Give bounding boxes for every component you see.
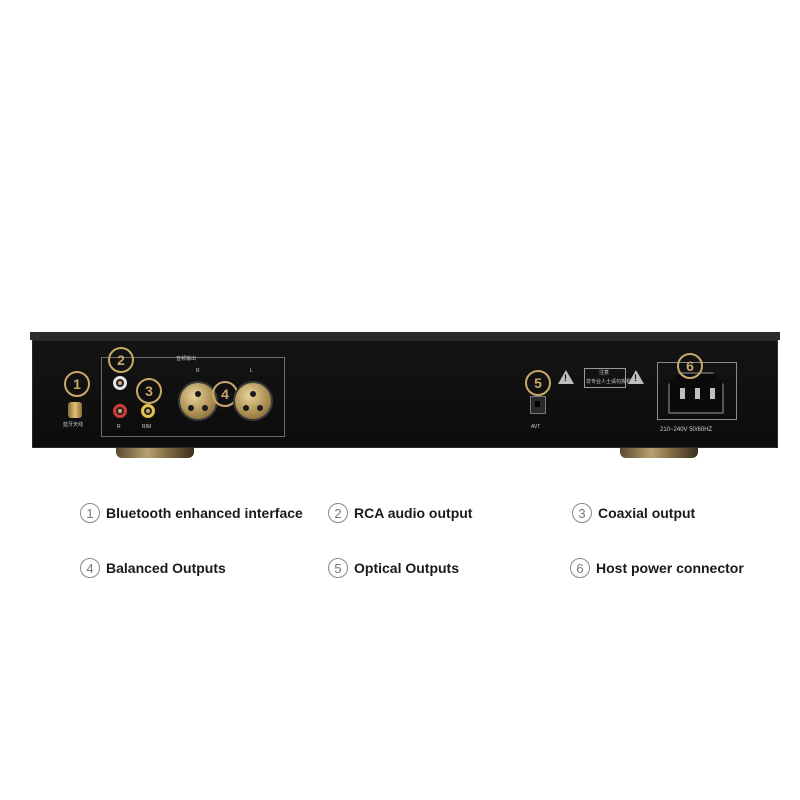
legend-number: 1 bbox=[80, 503, 100, 523]
silk-warning-title: 注意 bbox=[599, 370, 610, 376]
silk-coax-label: RIM bbox=[142, 424, 152, 430]
legend-label: Host power connector bbox=[596, 560, 744, 576]
legend-number: 5 bbox=[328, 558, 348, 578]
marker-6: 6 bbox=[677, 353, 703, 379]
silk-audio-out-label: 音频输出 bbox=[176, 356, 197, 362]
silk-antenna-label: 蓝牙天线 bbox=[63, 422, 84, 428]
xlr-connector-l-icon bbox=[233, 381, 273, 421]
device-foot-left bbox=[116, 448, 194, 458]
legend-label: Optical Outputs bbox=[354, 560, 459, 576]
legend-number: 4 bbox=[80, 558, 100, 578]
coaxial-jack-icon bbox=[141, 404, 155, 418]
iec-power-socket-icon bbox=[668, 372, 724, 414]
marker-3: 3 bbox=[136, 378, 162, 404]
legend-label: RCA audio output bbox=[354, 505, 473, 521]
legend-item-power: 6 Host power connector bbox=[570, 558, 744, 578]
silk-optical-label: AVT bbox=[531, 424, 541, 430]
optical-port-icon bbox=[530, 396, 546, 414]
silk-xlr-r-label: R bbox=[196, 368, 200, 374]
rca-jack-white-icon bbox=[113, 376, 127, 390]
legend-label: Coaxial output bbox=[598, 505, 696, 521]
legend-item-balanced: 4 Balanced Outputs bbox=[80, 558, 226, 578]
silk-warning-text: 非专业人士请勿拆机 bbox=[586, 379, 632, 385]
device-foot-right bbox=[620, 448, 698, 458]
marker-5: 5 bbox=[525, 370, 551, 396]
xlr-connector-r-icon bbox=[178, 381, 218, 421]
legend-item-bluetooth: 1 Bluetooth enhanced interface bbox=[80, 503, 303, 523]
legend-item-rca: 2 RCA audio output bbox=[328, 503, 472, 523]
marker-2: 2 bbox=[108, 347, 134, 373]
warning-label-box bbox=[584, 368, 626, 388]
rca-jack-red-icon bbox=[113, 404, 127, 418]
legend-number: 3 bbox=[572, 503, 592, 523]
legend-label: Balanced Outputs bbox=[106, 560, 226, 576]
legend-item-coaxial: 3 Coaxial output bbox=[572, 503, 695, 523]
bluetooth-antenna-icon bbox=[68, 402, 82, 418]
legend-label: Bluetooth enhanced interface bbox=[106, 505, 303, 521]
silk-xlr-l-label: L bbox=[250, 368, 253, 374]
legend-number: 2 bbox=[328, 503, 348, 523]
silk-rca-right-label: R bbox=[117, 424, 121, 430]
legend-number: 6 bbox=[570, 558, 590, 578]
legend-item-optical: 5 Optical Outputs bbox=[328, 558, 459, 578]
marker-1: 1 bbox=[64, 371, 90, 397]
warning-triangle-left-icon: ! bbox=[558, 370, 574, 384]
audio-output-group bbox=[101, 357, 285, 437]
warning-triangle-right-icon: ! bbox=[628, 370, 644, 384]
silk-power-label: 210~240V 50/60HZ bbox=[660, 427, 713, 433]
chassis-top bbox=[30, 332, 780, 340]
